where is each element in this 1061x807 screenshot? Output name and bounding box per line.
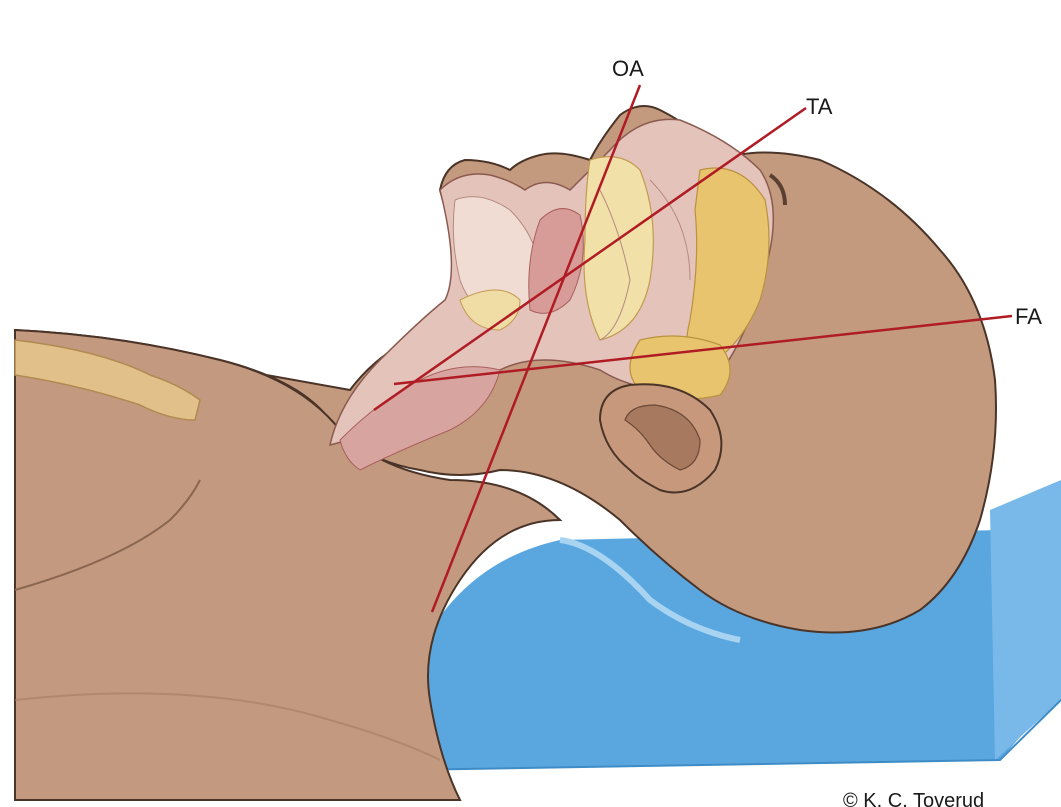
facial-axis-label: FA: [1015, 304, 1042, 329]
oral-axis-label: OA: [612, 56, 644, 81]
copyright-credit: © K. C. Toverud: [843, 790, 984, 807]
tracheal-axis-label: TA: [806, 94, 833, 119]
